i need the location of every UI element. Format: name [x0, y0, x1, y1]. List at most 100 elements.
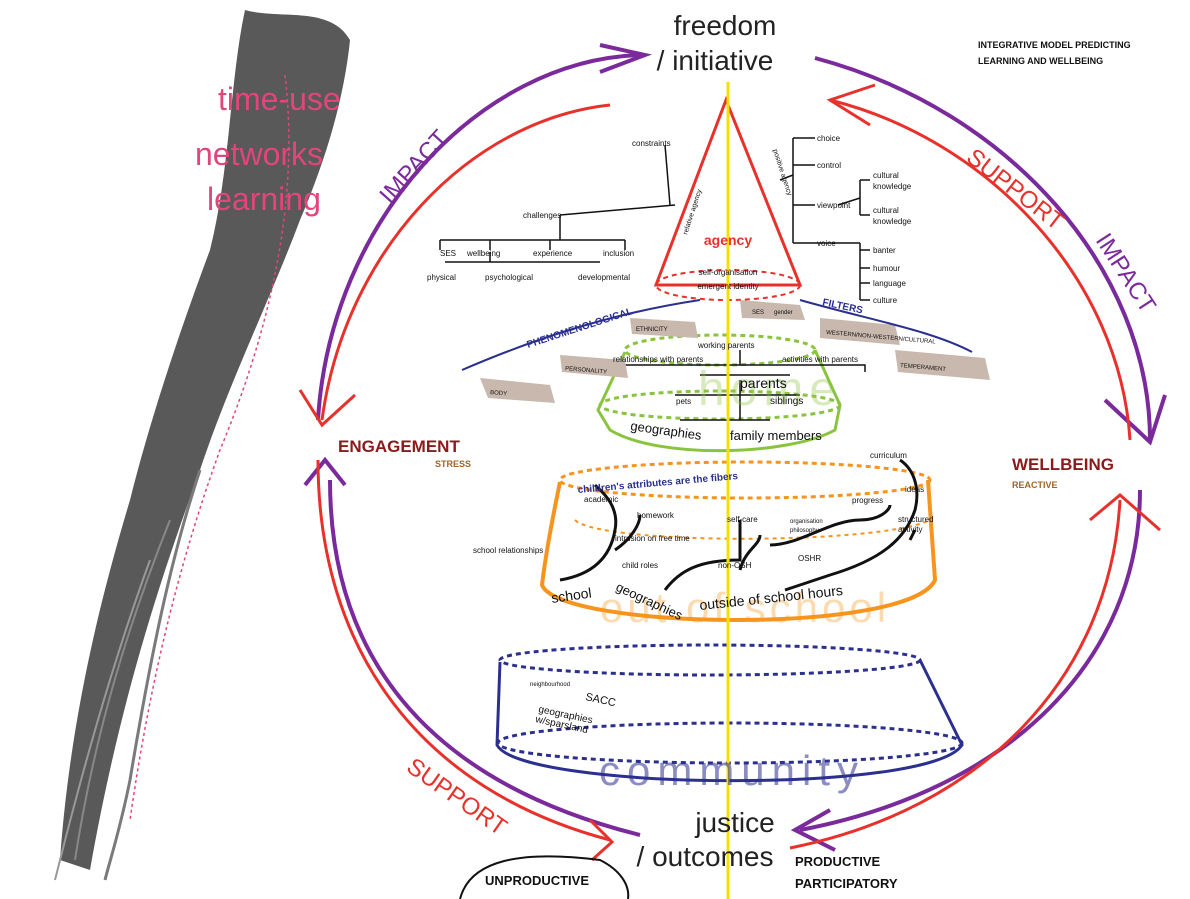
home-working-parents: working parents	[697, 341, 754, 350]
home-family-members: family members	[730, 428, 822, 443]
tree-voice: voice	[817, 239, 836, 248]
oos-oshr: OSHR	[798, 554, 821, 563]
oos-child-roles: child roles	[622, 561, 658, 570]
filter-body: BODY	[490, 390, 507, 397]
oos-caption: children's attributes are the fibers	[577, 471, 739, 496]
plume-line2: networks	[195, 136, 323, 172]
filter-gender: gender	[774, 310, 793, 316]
plume-line3: learning	[207, 181, 321, 217]
tree-language: language	[873, 279, 906, 288]
tree-experience: experience	[533, 249, 573, 258]
impact-arc-bottom-left	[328, 479, 641, 837]
tree-developmental: developmental	[578, 273, 630, 282]
oos-academic: academic	[584, 495, 618, 504]
oos-organisation: organisation	[790, 519, 823, 525]
plume-strand	[74, 519, 171, 861]
plume-strand	[103, 469, 202, 881]
fiber-lines	[559, 458, 919, 592]
oos-school-rel: school relationships	[473, 546, 543, 555]
pole-bottom-line2: / outcomes	[637, 841, 774, 872]
plume-line1: time-use	[218, 81, 341, 117]
impact-label-right: IMPACT	[1090, 229, 1161, 319]
relative-agency-tag: relative agency	[682, 188, 703, 235]
oos-philosophy: philosophy	[790, 528, 819, 534]
filter-ses: SES	[752, 310, 764, 316]
title-line2: LEARNING AND WELLBEING	[978, 56, 1103, 66]
pole-top-line2: / initiative	[657, 45, 774, 76]
home-parents: parents	[740, 375, 787, 391]
pole-top-line1: freedom	[674, 10, 777, 41]
oos-school: school	[550, 584, 592, 605]
tree-control: control	[817, 161, 841, 170]
plume-strand	[54, 559, 151, 881]
tree-culture: culture	[873, 296, 898, 305]
self-org-line1: self-organisation	[699, 268, 758, 277]
support-arrowhead-left	[298, 389, 357, 428]
home-siblings: siblings	[770, 396, 803, 407]
home-pets: pets	[676, 397, 691, 406]
tree-physical: physical	[427, 273, 456, 282]
community-neighbourhood: neighbourhood	[530, 682, 570, 688]
unproductive-label: UNPRODUCTIVE	[485, 873, 589, 888]
support-arrowhead-right	[1089, 493, 1161, 532]
tree-wellbeing: wellbeing	[466, 249, 500, 258]
tree-humour: humour	[873, 264, 900, 273]
productive-label: PRODUCTIVE	[795, 854, 881, 869]
impact-arc-bottom-right	[799, 489, 1142, 832]
filter-filters: FILTERS	[821, 297, 864, 316]
community-ring	[495, 643, 964, 783]
support-arrowhead-top	[826, 83, 876, 127]
impact-arrowhead-top	[599, 43, 652, 74]
filter-banner	[461, 299, 990, 403]
home-rel-parents: relationships with parents	[613, 355, 703, 364]
oos-homework: homework	[637, 511, 675, 520]
impact-arrowhead-left	[303, 456, 347, 487]
filter-personality: PERSONALITY	[565, 366, 607, 376]
impact-arc-left	[316, 53, 641, 421]
pole-right: WELLBEING	[1012, 455, 1114, 474]
title-line1: INTEGRATIVE MODEL PREDICTING	[978, 40, 1131, 50]
oos-ideas: ideas	[905, 485, 924, 494]
out-of-school-ring	[539, 460, 938, 622]
support-arc-right	[829, 98, 1132, 441]
left-tree-lines	[439, 144, 676, 263]
filter-temperament: TEMPERAMENT	[900, 363, 947, 373]
self-org-line2: emergent identity	[697, 282, 758, 291]
pole-bottom-line1: justice	[694, 807, 774, 838]
oos-self-care: self-care	[727, 515, 758, 524]
impact-arrowhead-right	[1103, 394, 1167, 446]
oos-non-osh: non-OSH	[718, 561, 752, 570]
tree-constraints: constraints	[632, 139, 671, 148]
out-of-school-label: out of school	[600, 584, 890, 631]
support-arc-bottom-left	[316, 459, 611, 842]
home-activities-parents: activities with parents	[782, 355, 858, 364]
unproductive-arc	[459, 855, 630, 899]
grey-plume	[54, 10, 350, 881]
home-ring	[596, 333, 842, 453]
participatory-label: PARTICIPATORY	[795, 876, 898, 891]
home-label: home	[698, 363, 842, 416]
oos-intrusion: intrusion on free time	[615, 534, 690, 543]
plume-shape	[60, 10, 350, 870]
oos-progress: progress	[852, 496, 883, 505]
filter-ethnicity: ETHNICITY	[636, 327, 668, 333]
pole-right-sub: REACTIVE	[1012, 480, 1058, 490]
support-label-right: SUPPORT	[961, 143, 1069, 236]
agency-label: agency	[704, 232, 752, 248]
support-arc-left	[320, 103, 611, 421]
support-arc-bottom-right	[789, 499, 1122, 850]
tree-challenges: challenges	[523, 211, 561, 220]
tree-ses: SES	[440, 249, 456, 258]
impact-arrowhead-bottom	[790, 808, 836, 852]
pole-left-sub: STRESS	[435, 459, 471, 469]
tree-psychological: psychological	[485, 273, 533, 282]
tree-inclusion: inclusion	[603, 249, 634, 258]
oos-curriculum: curriculum	[870, 451, 907, 460]
impact-label-left: IMPACT	[374, 125, 454, 209]
filter-phenomenological: PHENOMENOLOGICAL	[526, 306, 635, 351]
home-geographies: geographies	[630, 418, 703, 443]
